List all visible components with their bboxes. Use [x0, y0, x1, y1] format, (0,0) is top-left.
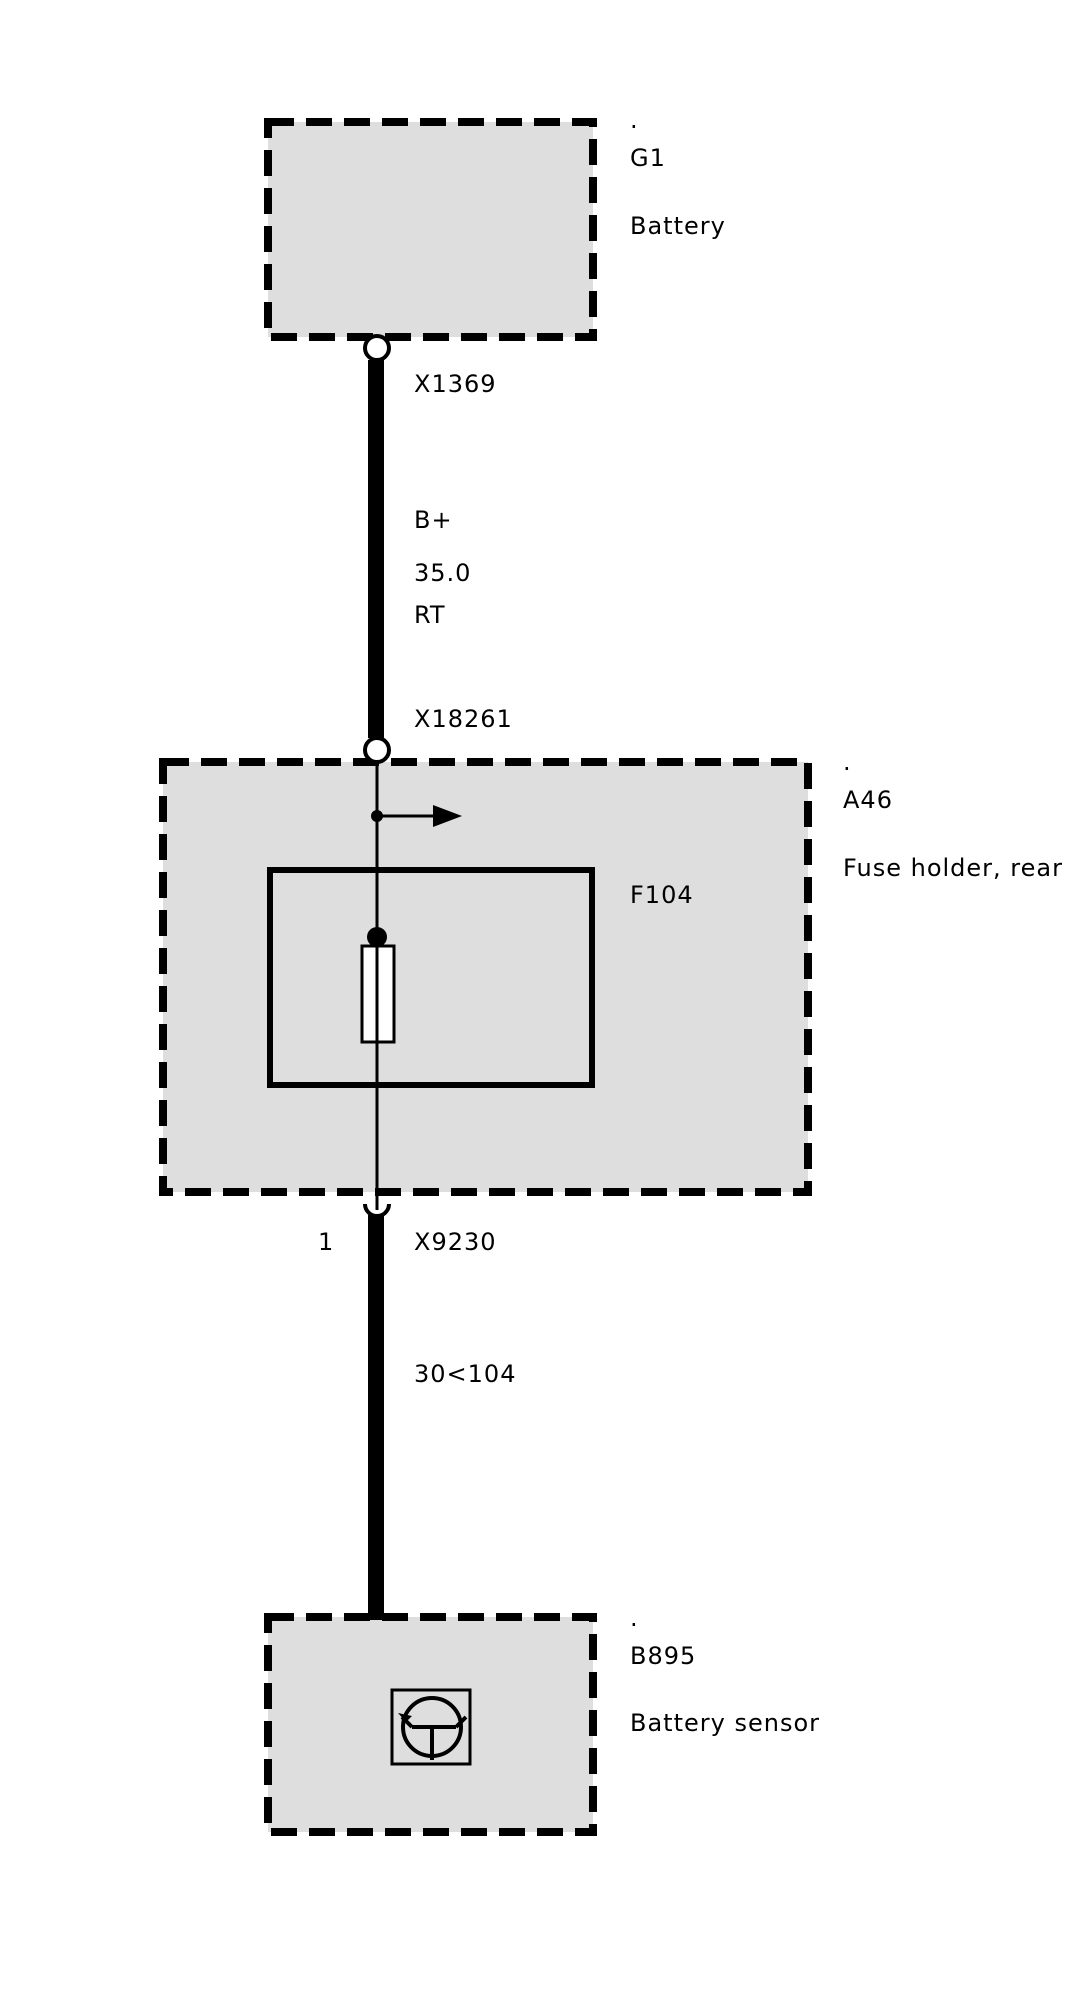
- connector-x1369-pin[interactable]: [363, 334, 391, 362]
- wire-signal-label: B+: [414, 506, 453, 534]
- fuse-box[interactable]: [267, 867, 595, 1088]
- connector-x18261-label: X18261: [414, 705, 513, 733]
- wire-color-label: RT: [414, 601, 446, 629]
- battery-component-box[interactable]: [264, 118, 597, 341]
- battery-sensor-name: Battery sensor: [630, 1709, 820, 1737]
- battery-dot: .: [630, 106, 639, 134]
- connector-x9230-label: X9230: [414, 1228, 497, 1256]
- connector-x18261-pin[interactable]: [363, 736, 391, 764]
- wire-size-label: 35.0: [414, 559, 471, 587]
- battery-sensor-dot: .: [630, 1604, 639, 1632]
- battery-sensor-component-box[interactable]: [264, 1613, 597, 1836]
- transistor-sensor-icon: [390, 1688, 472, 1766]
- fuse-holder-id: A46: [843, 786, 893, 814]
- battery-sensor-id: B895: [630, 1642, 696, 1670]
- continuation-arrow-icon: [433, 805, 462, 827]
- fuse-id: F104: [630, 881, 694, 909]
- connector-x1369-label: X1369: [414, 370, 497, 398]
- fuse-holder-name: Fuse holder, rear: [843, 854, 1063, 882]
- fuse-holder-component-box[interactable]: [159, 758, 812, 1196]
- connector-x9230-pin-number: 1: [318, 1228, 334, 1256]
- lower-wire-signal-label: 30<104: [414, 1360, 516, 1388]
- fuse-holder-dot: .: [843, 748, 852, 776]
- battery-id: G1: [630, 144, 666, 172]
- battery-name: Battery: [630, 212, 726, 240]
